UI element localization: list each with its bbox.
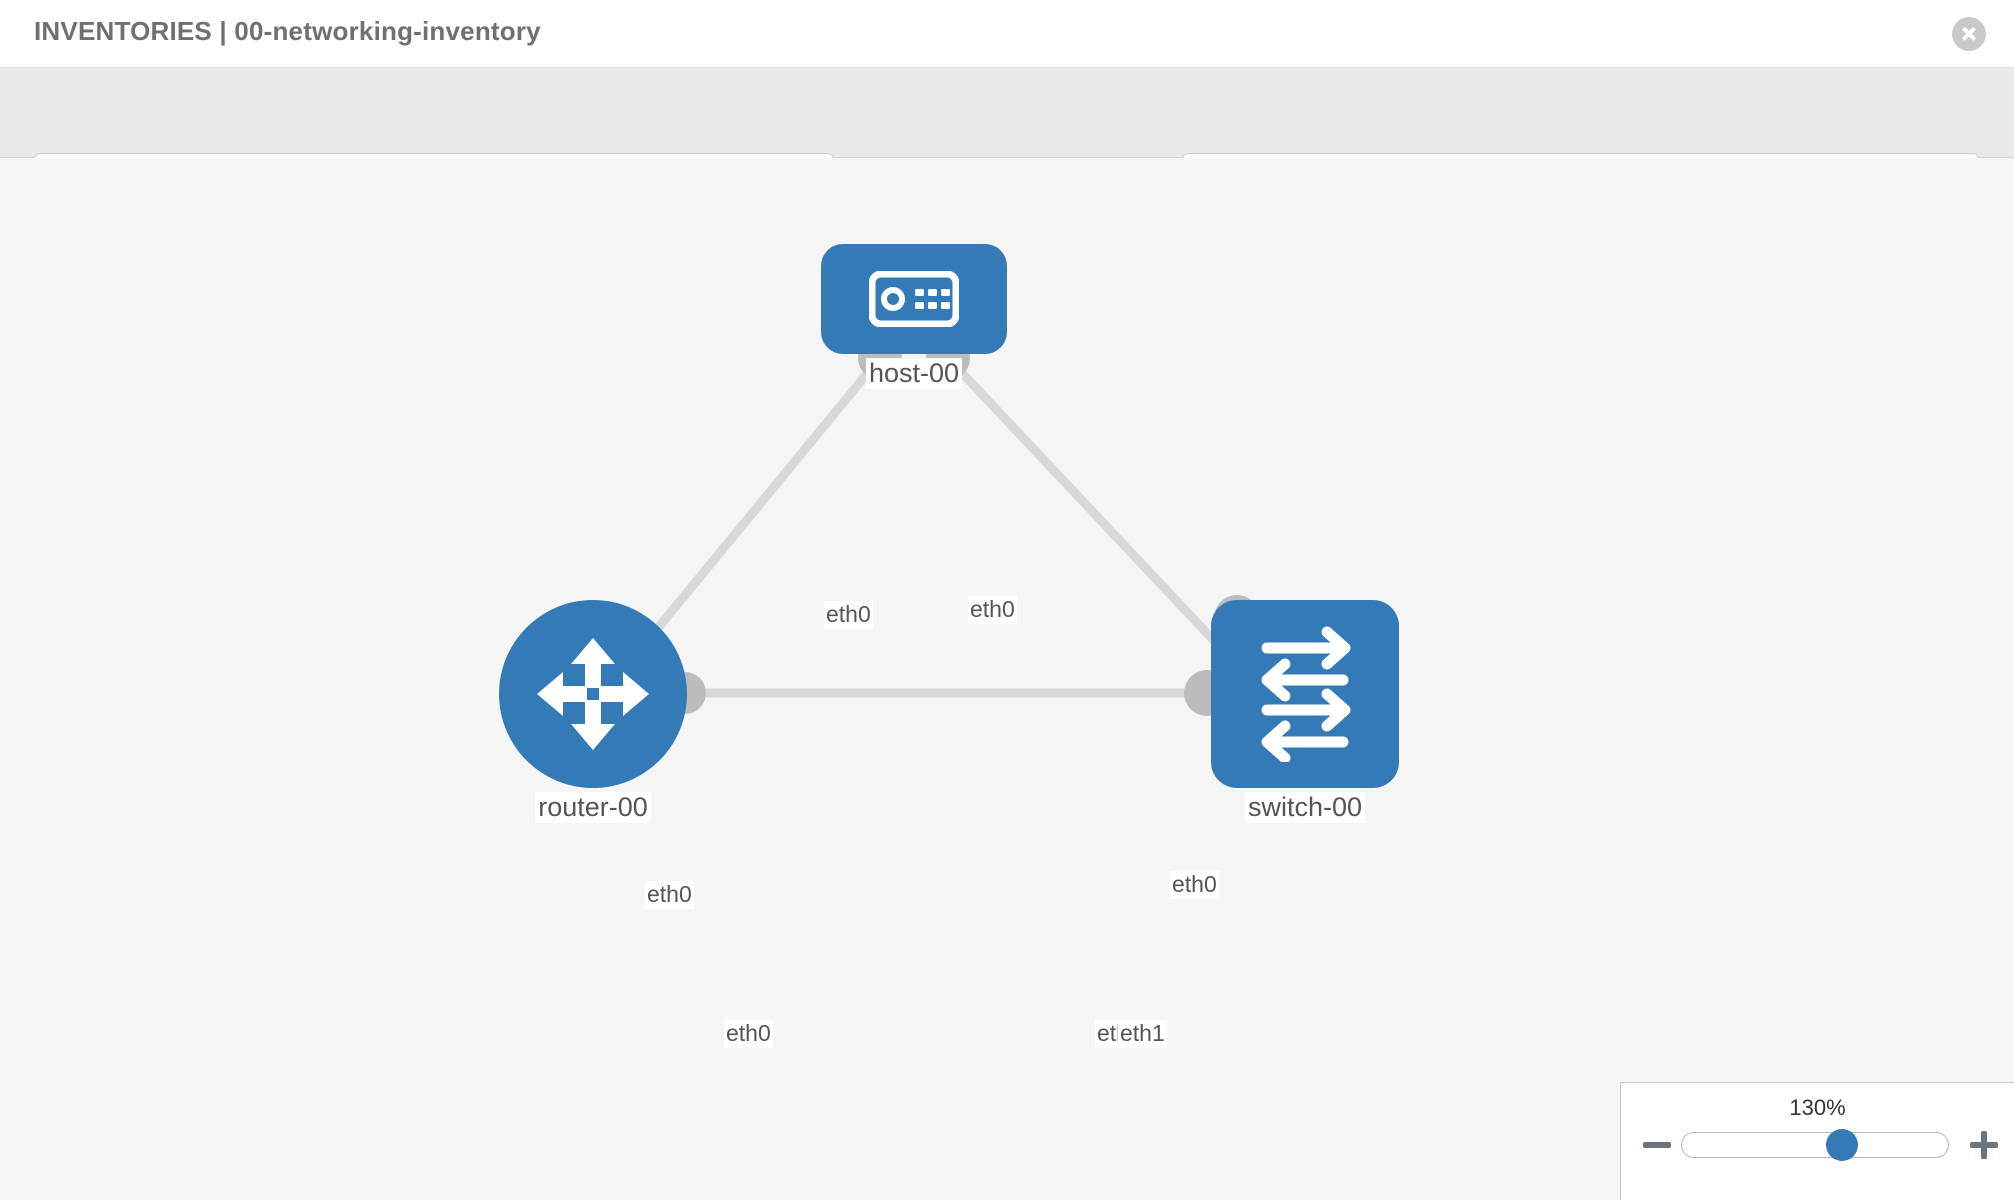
- page-title: INVENTORIES | 00-networking-inventory: [34, 16, 541, 46]
- zoom-control-panel: 130%: [1620, 1082, 2014, 1200]
- interface-label: eth0: [824, 601, 873, 629]
- switch-arrows-icon: [1261, 626, 1351, 762]
- topology-node-switch-00[interactable]: switch-00: [1211, 600, 1399, 824]
- server-icon: [869, 271, 959, 327]
- topology-canvas[interactable]: host-00 router-00: [0, 158, 2014, 1200]
- node-shape: [821, 244, 1007, 354]
- topology-node-router-00[interactable]: router-00: [499, 600, 687, 824]
- topology-node-host-00[interactable]: host-00: [821, 244, 1007, 390]
- topology-edges: [621, 336, 1260, 716]
- interface-label: eth0: [1170, 871, 1219, 899]
- node-shape: [499, 600, 687, 788]
- router-arrows-icon: [537, 638, 649, 750]
- page-header: INVENTORIES | 00-networking-inventory: [0, 0, 2014, 68]
- node-shape: [1211, 600, 1399, 788]
- interface-label: eth0: [724, 1020, 773, 1048]
- zoom-slider-thumb[interactable]: [1825, 1129, 1858, 1161]
- toolbar: ACTIONS SEARCH: [0, 68, 2014, 209]
- node-label: switch-00: [1244, 792, 1366, 824]
- interface-label: eth1: [1118, 1020, 1167, 1048]
- zoom-slider[interactable]: [1681, 1129, 1949, 1161]
- interface-label: eth0: [968, 596, 1017, 624]
- node-label: router-00: [535, 792, 651, 824]
- plus-icon[interactable]: [1970, 1131, 1998, 1159]
- minus-icon[interactable]: [1643, 1131, 1671, 1159]
- zoom-level-label: 130%: [1789, 1095, 1846, 1120]
- node-label: host-00: [865, 358, 963, 390]
- close-icon[interactable]: [1952, 17, 1986, 51]
- interface-label: eth0: [645, 881, 694, 909]
